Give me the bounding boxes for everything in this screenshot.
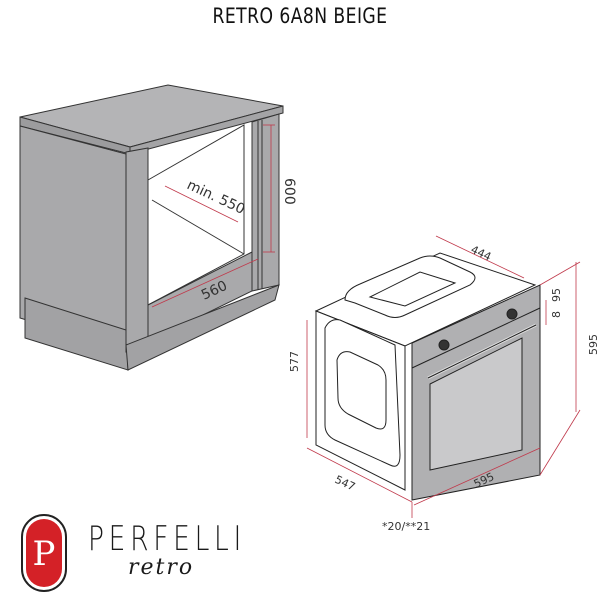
svg-text:P: P bbox=[33, 534, 56, 574]
cabinet-drawing bbox=[19, 84, 284, 371]
brand-logo: P PERFELLI retro bbox=[18, 513, 268, 593]
cabinet-dimension-lines bbox=[151, 124, 275, 308]
oven-height-label: 595 bbox=[587, 334, 600, 355]
oven-panel-gap-label: 8 bbox=[550, 311, 563, 318]
cabinet-height-label: 600 bbox=[281, 178, 297, 205]
logo-emblem-icon: P bbox=[21, 514, 67, 592]
brand-subline: retro bbox=[128, 555, 195, 580]
page-title: RETRO 6A8N BEIGE bbox=[212, 4, 388, 28]
oven-top-depth-label: 444 bbox=[469, 243, 494, 264]
oven-panel-top-label: 95 bbox=[550, 288, 563, 302]
oven-depth-label: 547 bbox=[333, 473, 358, 494]
oven-body-height-label: 577 bbox=[288, 351, 301, 372]
oven-door-note: *20/**21 bbox=[382, 520, 430, 533]
oven-drawing bbox=[314, 252, 541, 501]
brand-name: PERFELLI bbox=[88, 519, 246, 559]
oven-dimension-lines bbox=[306, 235, 581, 518]
